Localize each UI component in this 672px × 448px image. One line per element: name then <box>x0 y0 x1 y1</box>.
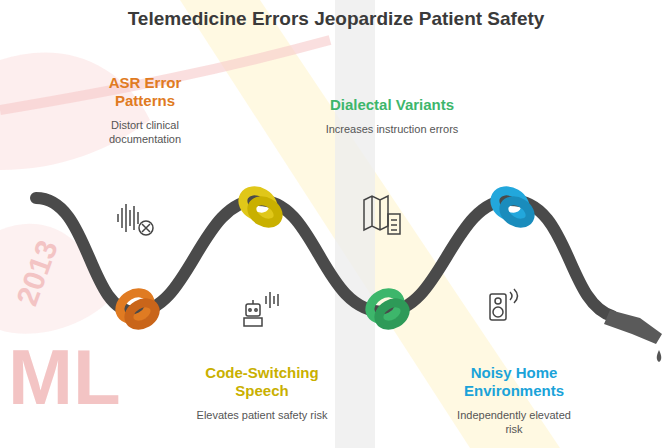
node-description: Elevates patient safety risk <box>187 408 337 422</box>
node-heading: Noisy Home Environments <box>449 364 579 400</box>
node-heading: Dialectal Variants <box>322 96 462 114</box>
text-node: Dialectal VariantsIncreases instruction … <box>322 96 462 136</box>
text-node: Code-Switching SpeechElevates patient sa… <box>187 364 337 422</box>
text-node: Noisy Home EnvironmentsIndependently ele… <box>449 364 579 436</box>
node-description: Distort clinical documentation <box>80 118 210 146</box>
node-heading: Code-Switching Speech <box>187 364 337 400</box>
node-heading: ASR Error Patterns <box>80 74 210 110</box>
node-description: Independently elevated risk <box>449 408 579 436</box>
text-node: ASR Error PatternsDistort clinical docum… <box>80 74 210 146</box>
diagram-title: Telemedicine Errors Jeopardize Patient S… <box>0 8 672 30</box>
watermark: ML <box>8 338 121 416</box>
node-description: Increases instruction errors <box>322 122 462 136</box>
